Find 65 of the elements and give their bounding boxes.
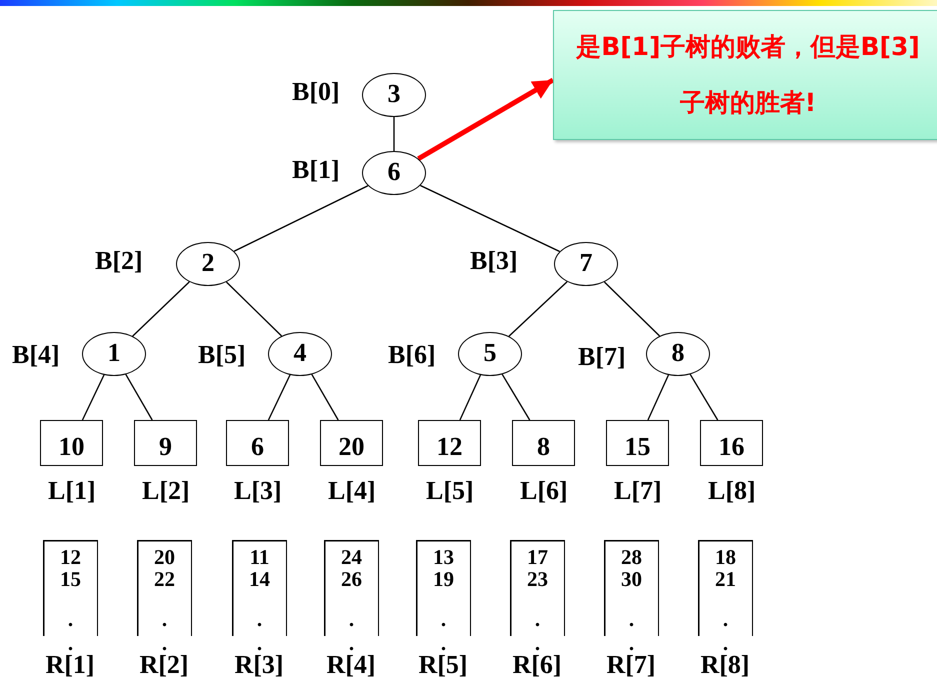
node-label: B[0] xyxy=(292,77,340,107)
tree-node: 5 xyxy=(458,332,522,376)
leaf-box: 15 xyxy=(606,420,669,466)
leaf-box: 6 xyxy=(226,420,289,466)
leaf-label: L[6] xyxy=(520,476,568,506)
node-label: B[3] xyxy=(470,246,518,276)
run-label: R[4] xyxy=(326,650,376,680)
tree-edge xyxy=(459,374,482,420)
tree-edge xyxy=(690,374,718,420)
run-box: 13 19 . . xyxy=(416,540,471,650)
leaf-label: L[1] xyxy=(48,476,96,506)
node-label: B[5] xyxy=(198,340,246,370)
leaf-box: 20 xyxy=(320,420,383,466)
run-label: R[6] xyxy=(512,650,562,680)
tree-node: 3 xyxy=(362,73,426,117)
node-label: B[7] xyxy=(578,342,626,372)
run-label: R[8] xyxy=(700,650,750,680)
tree-edge xyxy=(268,374,291,420)
leaf-box: 10 xyxy=(40,420,103,466)
tree-node: 2 xyxy=(176,242,240,286)
tree-edge xyxy=(604,282,660,336)
run-box: 12 15 . . xyxy=(43,540,98,650)
leaf-box: 16 xyxy=(700,420,763,466)
leaf-box: 12 xyxy=(418,420,481,466)
leaf-label: L[8] xyxy=(708,476,756,506)
tree-edge xyxy=(82,374,105,420)
run-box: 24 26 . . xyxy=(324,540,379,650)
run-label: R[7] xyxy=(606,650,656,680)
node-label: B[6] xyxy=(388,340,436,370)
tree-edge xyxy=(508,281,568,337)
leaf-label: L[7] xyxy=(614,476,662,506)
leaf-box: 8 xyxy=(512,420,575,466)
tree-edge xyxy=(132,281,190,337)
tree-node: 8 xyxy=(646,332,710,376)
run-label: R[3] xyxy=(234,650,284,680)
leaf-label: L[4] xyxy=(328,476,376,506)
run-box: 20 22 . . xyxy=(137,540,192,650)
tree-edge xyxy=(125,374,153,420)
run-label: R[5] xyxy=(418,650,468,680)
node-label: B[4] xyxy=(12,340,60,370)
callout-box: 是B[1]子树的败者，但是B[3]子树的胜者! xyxy=(553,10,937,140)
tree-node: 6 xyxy=(362,151,426,195)
leaf-label: L[3] xyxy=(234,476,282,506)
run-box: 11 14 . . xyxy=(232,540,287,650)
tree-edge xyxy=(311,374,339,420)
run-label: R[1] xyxy=(46,650,95,680)
tree-edge xyxy=(226,282,282,336)
arrow xyxy=(417,78,554,161)
leaf-label: L[5] xyxy=(426,476,474,506)
run-label: R[2] xyxy=(140,650,189,680)
tree-node: 4 xyxy=(268,332,332,376)
leaf-box: 9 xyxy=(134,420,197,466)
leaf-label: L[2] xyxy=(142,476,190,506)
run-box: 18 21 . . xyxy=(698,540,753,650)
run-box: 28 30 . . xyxy=(604,540,659,650)
tree-node: 1 xyxy=(82,332,146,376)
tree-edge xyxy=(502,374,530,420)
tree-node: 7 xyxy=(554,242,618,286)
run-box: 17 23 . . xyxy=(510,540,565,650)
tree-edge xyxy=(647,374,670,420)
tree-edge xyxy=(234,185,368,252)
tree-edge xyxy=(420,184,560,252)
tree-edge xyxy=(393,117,395,151)
node-label: B[2] xyxy=(95,246,143,276)
node-label: B[1] xyxy=(292,155,340,185)
